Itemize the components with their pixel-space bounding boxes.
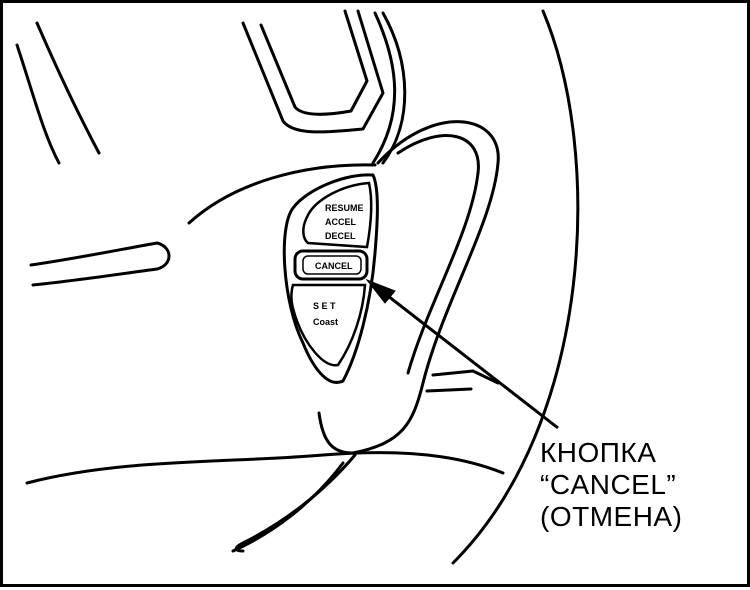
callout-line-1: КНОПКА	[540, 437, 657, 468]
steering-wheel-drawing: RESUME ACCEL DECEL CANCEL S E T Coast	[15, 9, 580, 565]
spoke-column-left	[371, 11, 397, 165]
wheel-outer-rim	[451, 9, 580, 565]
horn-pad-edge	[187, 163, 377, 225]
top-button-label-1: RESUME	[325, 203, 364, 213]
cancel-button[interactable]: CANCEL	[293, 249, 369, 281]
wheel-left-rim-inner	[35, 21, 101, 155]
left-slot	[29, 241, 171, 287]
lower-spoke-right	[231, 461, 345, 553]
coast-button-label: Coast	[313, 317, 338, 327]
upper-spoke-outer	[241, 9, 385, 134]
wheel-left-rim	[15, 43, 61, 165]
set-button-label: S E T	[313, 301, 336, 311]
button-cluster-outline	[282, 173, 379, 384]
arrow-head-icon	[365, 278, 396, 304]
upper-spoke-inner	[259, 9, 369, 116]
lower-rim-outer	[25, 451, 505, 485]
callout-line-3: (ОТМЕНА)	[540, 501, 683, 532]
top-button-label-3: DECEL	[325, 231, 356, 241]
callout-line-2: “CANCEL”	[540, 469, 677, 500]
set-coast-button[interactable]: S E T Coast	[290, 283, 367, 367]
cancel-button-callout: КНОПКА “CANCEL” (ОТМЕНА)	[540, 437, 740, 533]
inner-hub-outline-2	[396, 134, 480, 375]
cancel-button-label: CANCEL	[315, 261, 353, 271]
hub-right-spoke-b	[425, 387, 473, 393]
top-button-label-2: ACCEL	[325, 217, 357, 227]
hub-right-spoke-a	[431, 369, 500, 385]
resume-accel-decel-button[interactable]: RESUME ACCEL DECEL	[302, 181, 373, 249]
callout-leader	[365, 278, 559, 430]
